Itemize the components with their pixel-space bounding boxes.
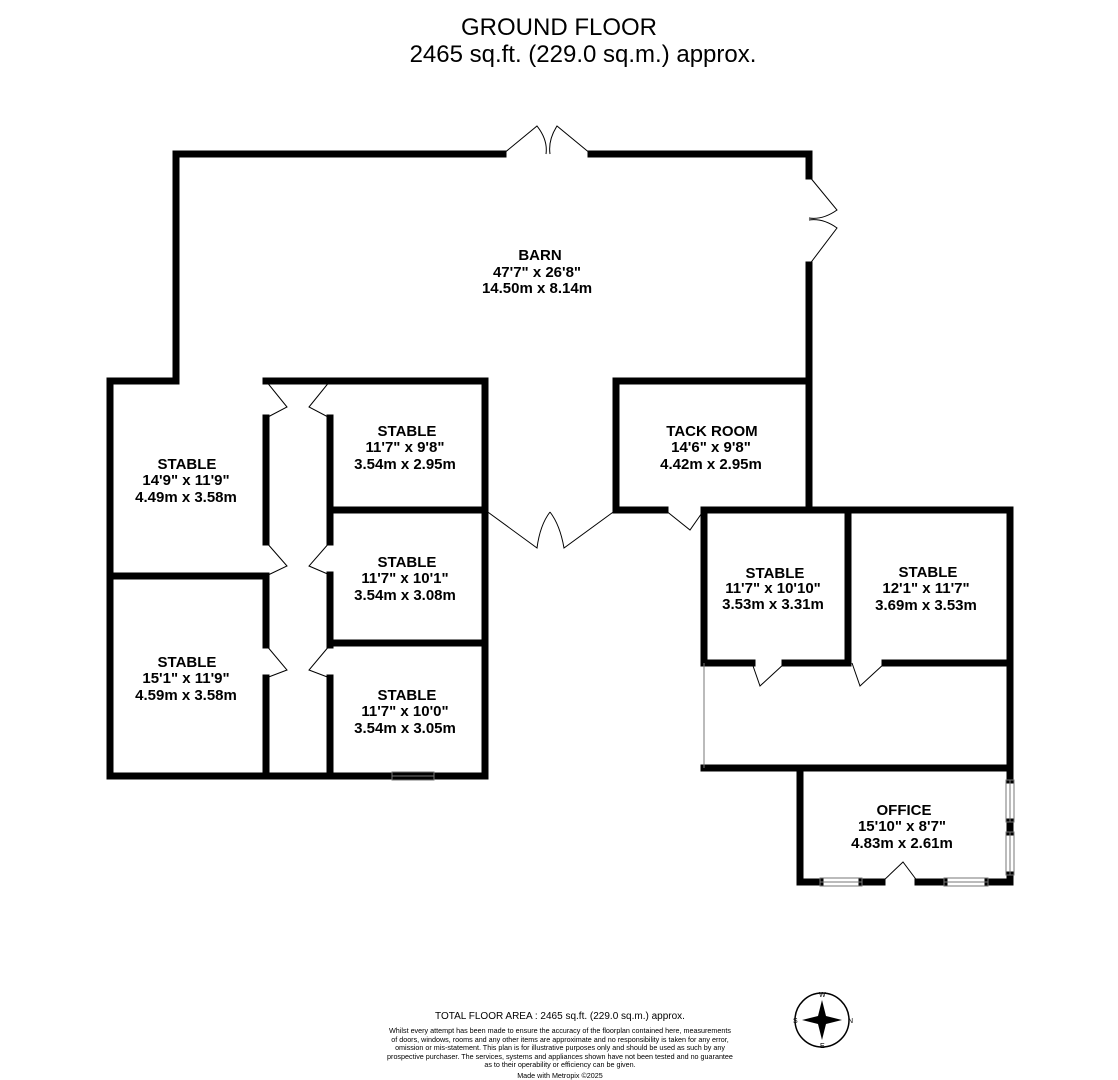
room-name: STABLE [378,687,437,704]
door [881,861,919,883]
room-dim-metric: 3.54m x 3.08m [354,587,456,604]
door [484,509,551,549]
total-floor-area: TOTAL FLOOR AREA : 2465 sq.ft. (229.0 sq… [435,1011,685,1022]
room-stable: STABLE 11'7" x 9'8" 3.54m x 2.95m [354,423,456,473]
office-wall [796,764,824,886]
room-name: STABLE [158,654,217,671]
doors [265,125,919,883]
room-stable: STABLE 11'7" x 10'0" 3.54m x 3.05m [354,687,456,737]
compass-icon: N E S W [793,992,853,1050]
door [549,509,617,549]
room-dim-imperial: 11'7" x 10'0" [361,703,448,720]
room-dim-imperial: 11'7" x 10'1" [361,570,448,587]
room-dim-metric: 4.59m x 3.58m [135,687,237,704]
disclaimer-line: Whilst every attempt has been made to en… [389,1026,731,1035]
door [265,380,288,419]
room-dim-metric: 4.83m x 2.61m [851,835,953,852]
door [502,125,547,155]
door [808,219,838,266]
disclaimer-line: of doors, windows, rooms and any other i… [391,1034,729,1044]
room-dim-metric: 3.54m x 3.05m [354,720,456,737]
plan-title: GROUND FLOOR [460,14,657,41]
room-dim-imperial: 12'1" x 11'7" [882,580,969,597]
door [308,644,331,679]
credit: Made with Metropix ©2025 [517,1071,603,1080]
room-name: OFFICE [877,802,932,819]
plan-area: 2465 sq.ft. (229.0 sq.m.) approx. [409,41,757,68]
room-stable: STABLE 14'9" x 11'9" 4.49m x 3.58m [135,456,237,506]
room-name: STABLE [746,565,805,582]
barn-wall-right [587,150,813,180]
compass-letter: N [848,1018,853,1025]
right-block-wall [700,506,1014,772]
room-barn: BARN 47'7" x 26'8" 14.50m x 8.14m [482,247,592,297]
room-dim-imperial: 15'10" x 8'7" [858,818,946,835]
room-office: OFFICE 15'10" x 8'7" 4.83m x 2.61m [851,802,953,852]
tack-room-wall [612,377,813,514]
room-dim-metric: 14.50m x 8.14m [482,280,592,297]
room-name: STABLE [378,554,437,571]
compass-letter: E [820,1043,825,1050]
disclaimer-line: prospective purchaser. The services, sys… [387,1051,733,1061]
room-dim-metric: 3.69m x 3.53m [875,597,977,614]
door [265,541,288,577]
compass-letter: W [819,992,826,999]
door [265,644,288,679]
room-dim-metric: 3.53m x 3.31m [722,596,824,613]
disclaimer: Whilst every attempt has been made to en… [365,1026,755,1070]
room-dim-imperial: 15'1" x 11'9" [142,670,229,687]
room-name: TACK ROOM [666,423,757,440]
room-dim-imperial: 47'7" x 26'8" [493,264,581,281]
room-dim-imperial: 11'7" x 10'10" [725,580,821,597]
door [751,662,786,687]
disclaimer-line: omission or mis-statement. This plan is … [395,1043,725,1053]
door [851,662,886,687]
room-stable: STABLE 15'1" x 11'9" 4.59m x 3.58m [135,654,237,704]
room-tack-room: TACK ROOM 14'6" x 9'8" 4.42m x 2.95m [660,423,762,473]
room-name: STABLE [899,564,958,581]
room-dim-imperial: 11'7" x 9'8" [366,439,445,456]
door [308,380,331,419]
room-name: STABLE [378,423,437,440]
room-dim-imperial: 14'6" x 9'8" [671,439,751,456]
room-name: BARN [518,247,561,264]
room-dim-metric: 4.49m x 3.58m [135,489,237,506]
room-dim-imperial: 14'9" x 11'9" [142,472,229,489]
room-name: STABLE [158,456,217,473]
compass-letter: S [793,1018,798,1025]
room-stable: STABLE 11'7" x 10'1" 3.54m x 3.08m [354,554,456,604]
room-dim-metric: 4.42m x 2.95m [660,456,762,473]
room-stable: STABLE 12'1" x 11'7" 3.69m x 3.53m [875,564,977,614]
room-stable: STABLE 11'7" x 10'10" 3.53m x 3.31m [722,565,824,613]
disclaimer-line: as to their operability or efficiency ca… [484,1060,636,1070]
door [808,175,838,219]
room-dim-metric: 3.54m x 2.95m [354,456,456,473]
door [549,125,592,155]
door [308,541,331,576]
walls [106,150,1014,886]
windows [391,663,1015,887]
door [664,509,705,531]
